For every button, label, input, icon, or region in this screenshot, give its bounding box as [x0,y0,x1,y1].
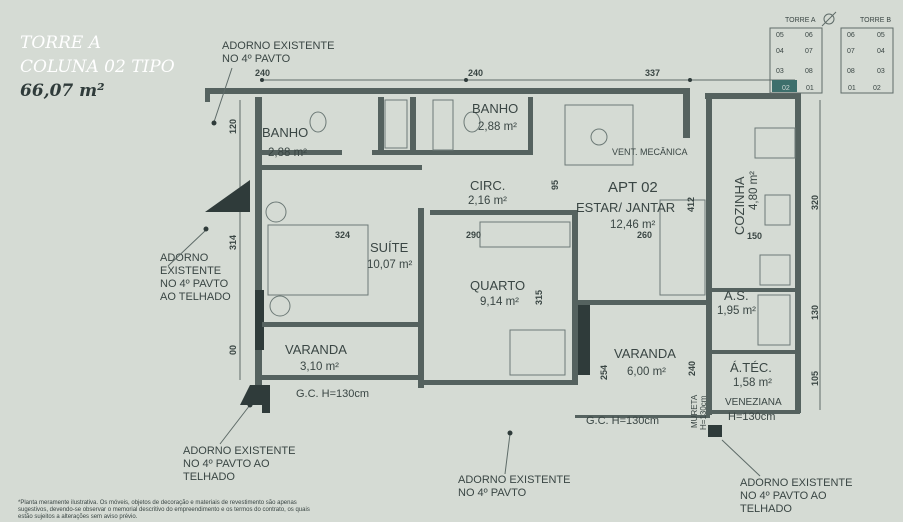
callout-top: ADORNO EXISTENTE NO 4º PAVTO [211,40,334,126]
walls [205,88,801,437]
dim-label: 120 [228,119,238,134]
svg-text:02: 02 [873,85,881,92]
svg-text:NO 4º PAVTO AO: NO 4º PAVTO AO [740,490,827,502]
room-circ-area: 2,16 m² [468,195,507,207]
dim-label: 260 [637,230,652,240]
svg-text:04: 04 [776,48,784,55]
room-circ-name: CIRC. [470,178,505,193]
callout-left: ADORNO EXISTENTE NO 4º PAVTO AO TELHADO [160,226,231,303]
dimension-lines [239,78,821,410]
room-banho-1-name: BANHO [262,125,308,140]
dim-label: 240 [468,68,483,78]
svg-text:TELHADO: TELHADO [183,471,235,483]
gc-note-2: G.C. H=130cm [586,415,659,427]
room-varanda-2-area: 6,00 m² [627,366,666,378]
svg-text:ADORNO EXISTENTE: ADORNO EXISTENTE [222,40,334,52]
room-varanda-1-area: 3,10 m² [300,361,339,373]
room-estar-name: ESTAR/ JANTAR [576,200,675,215]
svg-text:ADORNO EXISTENTE: ADORNO EXISTENTE [183,445,295,457]
column-title: COLUNA 02 TIPO [20,57,175,77]
svg-text:ADORNO: ADORNO [160,252,209,264]
svg-text:06: 06 [847,32,855,39]
room-banho-2-area: 2,88 m² [478,121,517,133]
dim-label: 320 [810,195,820,210]
dim-label: 240 [255,68,270,78]
room-as-area: 1,95 m² [717,305,756,317]
room-cozinha-area: 4,80 m² [748,171,760,210]
apt-number: APT 02 [608,179,658,196]
mureta-note: MURETA [690,394,699,428]
gc-note-1: G.C. H=130cm [296,388,369,400]
svg-text:ADORNO EXISTENTE: ADORNO EXISTENTE [740,477,852,489]
tower-title: TORRE A [20,33,101,53]
svg-text:07: 07 [847,48,855,55]
room-banho-1-area: 2,88 m² [268,147,307,159]
svg-text:04: 04 [877,48,885,55]
room-quarto-name: QUARTO [470,278,525,293]
svg-text:TORRE B: TORRE B [860,17,891,24]
svg-text:07: 07 [805,48,813,55]
furniture [265,99,796,376]
room-quarto-area: 9,14 m² [480,296,519,308]
dim-label: 412 [686,197,696,212]
svg-text:05: 05 [877,32,885,39]
room-varanda-1-name: VARANDA [285,342,347,357]
room-suite-name: SUÍTE [370,240,409,255]
callout-bottom-right: ADORNO EXISTENTE NO 4º PAVTO AO TELHADO [721,439,852,515]
svg-text:NO 4º PAVTO: NO 4º PAVTO [222,53,291,65]
dim-label: 130 [810,305,820,320]
svg-text:01: 01 [806,85,814,92]
svg-text:NO 4º PAVTO: NO 4º PAVTO [458,487,527,499]
dim-label: 254 [599,365,609,380]
room-varanda-2-name: VARANDA [614,346,676,361]
svg-text:08: 08 [805,68,813,75]
room-atec-area: 1,58 m² [733,377,772,389]
svg-text:05: 05 [776,32,784,39]
svg-text:01: 01 [848,85,856,92]
dim-label: 337 [645,68,660,78]
atec-veneziana: VENEZIANA [725,397,782,408]
svg-text:NO 4º PAVTO: NO 4º PAVTO [160,278,229,290]
room-atec-name: Á.TÉC. [730,360,772,375]
total-area: 66,07 m² [20,81,105,101]
svg-text:TORRE A: TORRE A [785,17,816,24]
dim-label: 00 [228,345,238,355]
room-suite-area: 10,07 m² [367,259,413,271]
svg-text:NO 4º PAVTO AO: NO 4º PAVTO AO [183,458,270,470]
atec-height: H=130cm [728,411,775,423]
key-plan: TORRE A TORRE B 05 06 04 07 03 08 02 01 06 05… [769,11,894,94]
dim-label: 150 [747,231,762,241]
room-as-name: A.S. [724,288,749,303]
vent-mecanica-note: VENT. MECÂNICA [612,147,688,157]
svg-text:AO TELHADO: AO TELHADO [160,291,231,303]
disclaimer: *Planta meramente ilustrativa. Os móveis… [18,500,310,520]
svg-text:EXISTENTE: EXISTENTE [160,265,221,277]
room-estar-area: 12,46 m² [610,219,656,231]
svg-text:ADORNO EXISTENTE: ADORNO EXISTENTE [458,474,570,486]
compass-icon [821,11,837,27]
callout-bottom-left: ADORNO EXISTENTE NO 4º PAVTO AO TELHADO [183,402,295,483]
svg-text:06: 06 [805,32,813,39]
room-cozinha-name: COZINHA [732,176,747,235]
svg-text:03: 03 [877,68,885,75]
unit-highlight [772,80,797,92]
svg-text:TELHADO: TELHADO [740,503,792,515]
dim-label: 105 [810,371,820,386]
dim-label: 95 [550,180,560,190]
dim-label: 290 [466,230,481,240]
dim-label: 314 [228,235,238,250]
dim-label: 240 [687,361,697,376]
svg-text:03: 03 [776,68,784,75]
dim-label: 315 [534,290,544,305]
mureta-height: H=130cm [699,395,708,430]
callout-bottom-mid: ADORNO EXISTENTE NO 4º PAVTO [458,430,570,499]
svg-text:02: 02 [782,85,790,92]
dim-label: 324 [335,230,350,240]
svg-text:08: 08 [847,68,855,75]
room-banho-2-name: BANHO [472,101,518,116]
